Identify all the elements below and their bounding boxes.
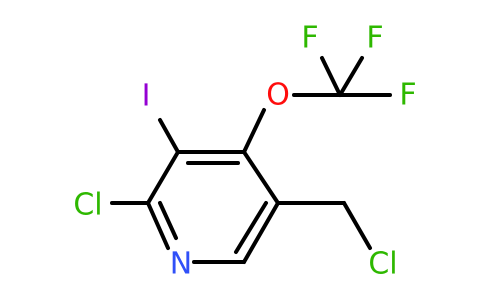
- atom-nitrogen: N: [170, 247, 192, 282]
- bond-n-c2-inner: [158, 201, 178, 240]
- bond-c3-i: [158, 118, 180, 154]
- bond-c-f1: [320, 56, 342, 97]
- atom-chlorine-ring: Cl: [73, 188, 102, 223]
- bond-n-c2: [146, 201, 170, 250]
- bond-c4-c5: [242, 150, 280, 205]
- atom-fluorine-2: F: [366, 21, 383, 56]
- atom-fluorine-1: F: [301, 21, 318, 56]
- bond-c2-c3: [146, 150, 180, 205]
- bond-c4-o: [242, 108, 266, 154]
- bond-c5-c6: [242, 201, 280, 264]
- atom-oxygen: O: [266, 78, 290, 113]
- atom-chlorine-methyl: Cl: [368, 247, 397, 282]
- bond-c-f2: [338, 56, 364, 97]
- atom-iodine: I: [142, 79, 151, 114]
- atom-fluorine-3: F: [399, 78, 416, 113]
- bond-ch2-cl: [342, 201, 372, 250]
- bond-c5-c6-inner: [234, 201, 268, 254]
